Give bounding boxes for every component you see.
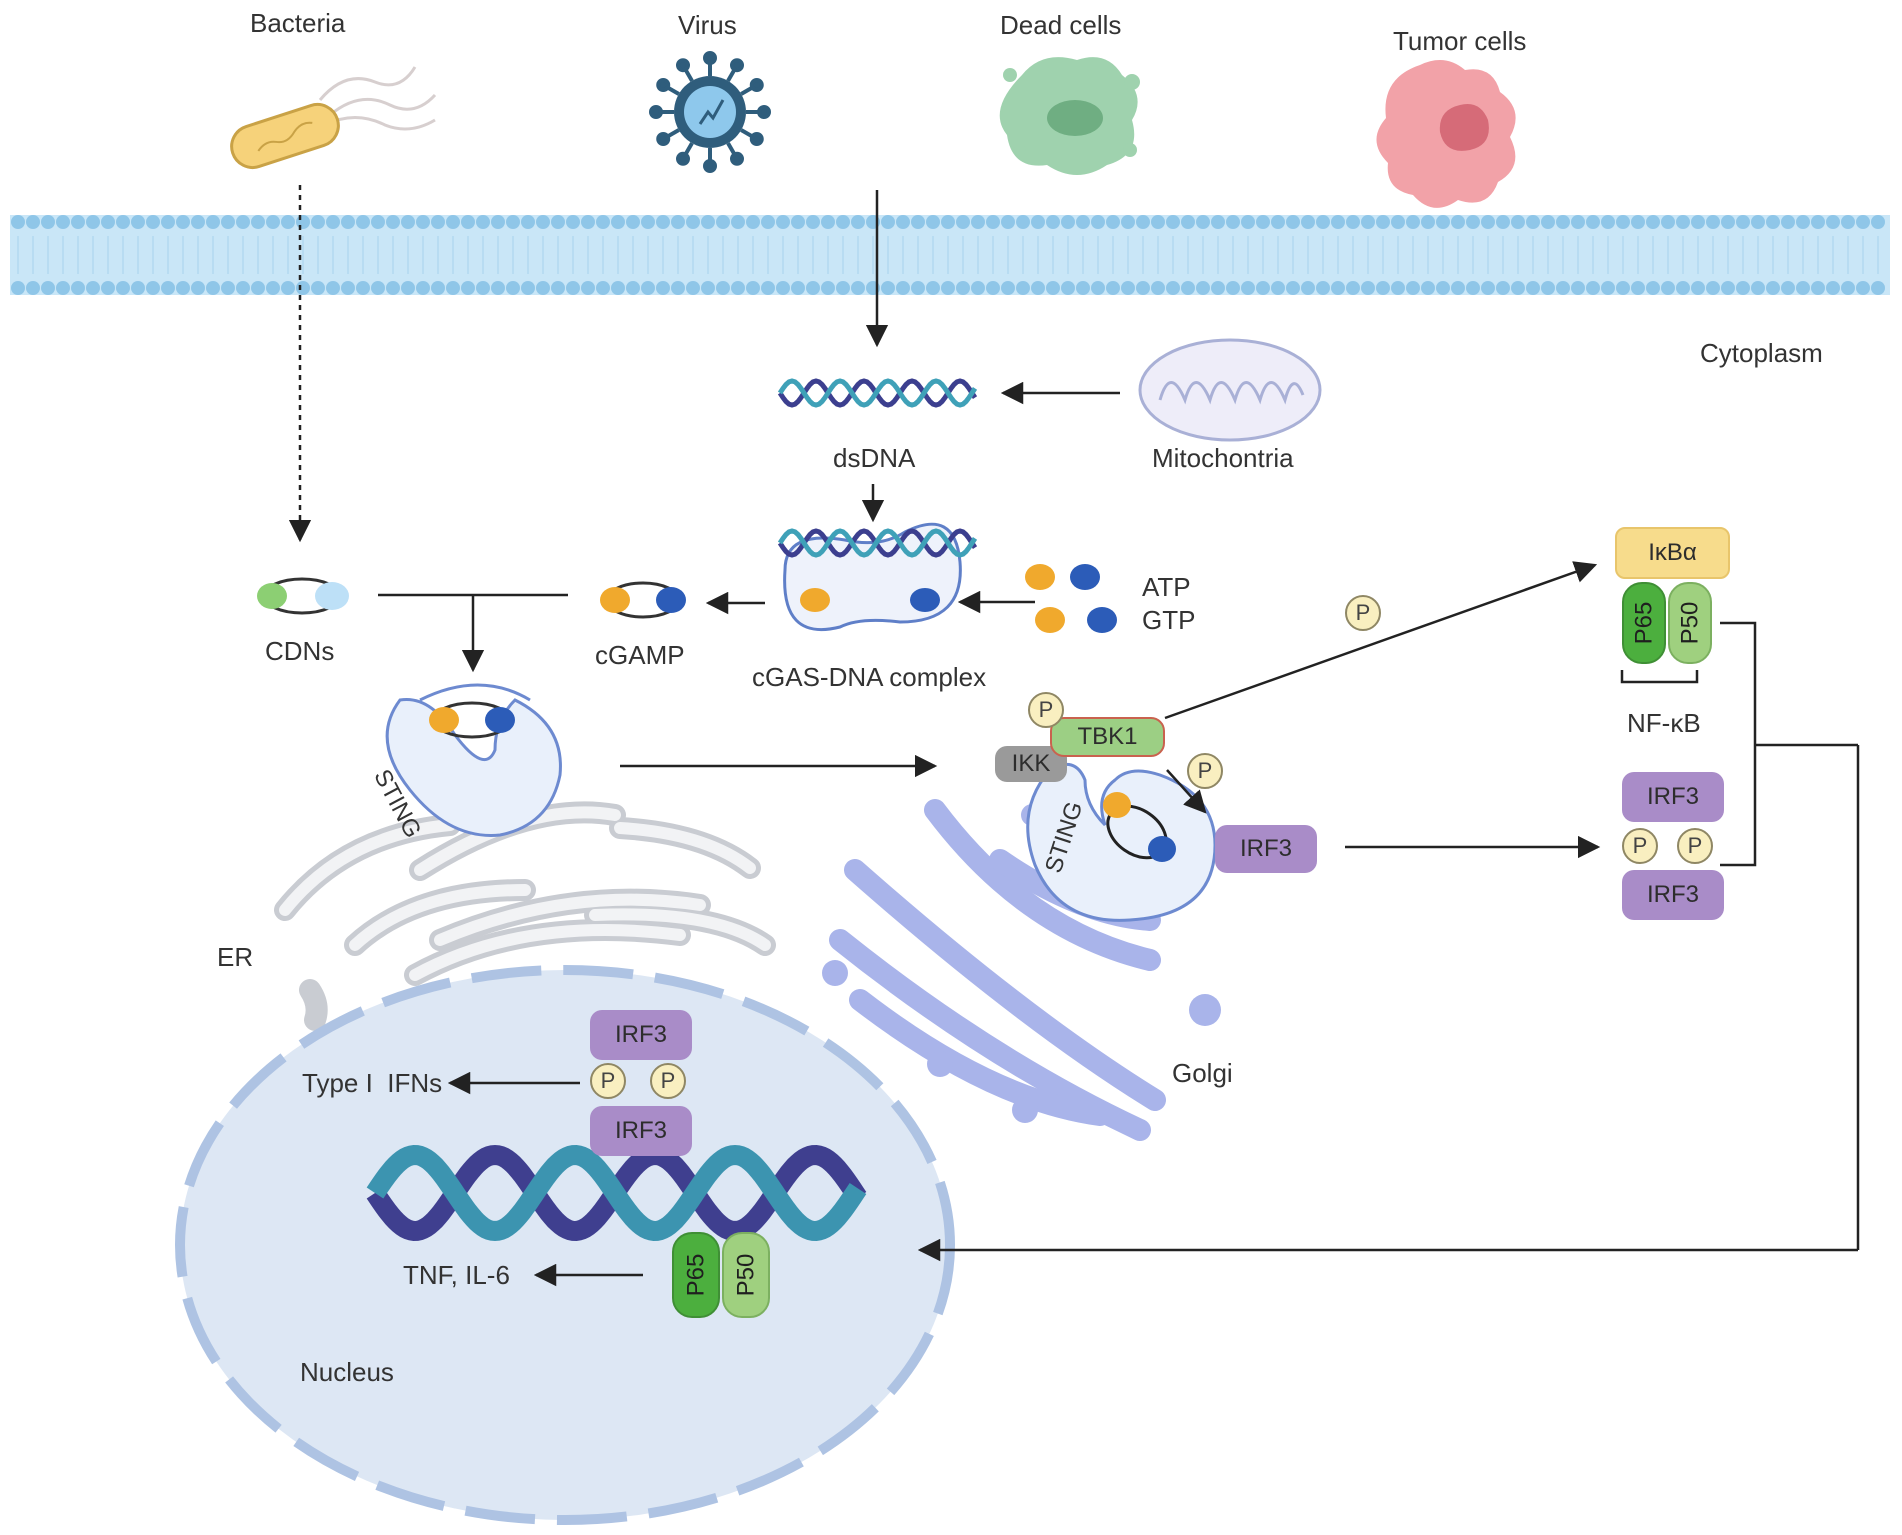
phospho-dimer-2: P — [1677, 828, 1713, 864]
atp-gtp-molecules — [1025, 564, 1117, 633]
phospho-irf3: P — [1187, 753, 1223, 789]
dead-cells-icon — [999, 57, 1140, 176]
dsdna-icon — [777, 378, 978, 408]
p65-cytoplasm: P65 — [1622, 582, 1666, 664]
gtp-label: GTP — [1142, 605, 1196, 635]
nucleus-envelope — [175, 965, 955, 1525]
nfkb-label: NF-κB — [1627, 708, 1701, 738]
mitochondria-label: Mitochontria — [1152, 443, 1294, 473]
bacteria-icon — [230, 66, 437, 170]
cgamp-icon — [600, 581, 686, 619]
ikba-protein: IκBα — [1615, 527, 1730, 579]
phospho-dimer-1: P — [1622, 828, 1658, 864]
cgas-dna-complex — [777, 522, 978, 632]
ikk-label: IKK — [1011, 750, 1051, 777]
phospho-tbk1: P — [1028, 692, 1064, 728]
tbk1-label: TBK1 — [1077, 723, 1138, 750]
phospho-nucleus-1: P — [590, 1063, 626, 1099]
irf3-cytoplasm: IRF3 — [1215, 825, 1317, 873]
cytoplasm-label: Cytoplasm — [1700, 338, 1823, 368]
tbk1-protein: TBK1 — [1050, 717, 1165, 757]
cgamp-label: cGAMP — [595, 640, 685, 670]
virus-icon — [649, 51, 771, 173]
pathway-arrows — [288, 185, 1860, 1287]
bacteria-label: Bacteria — [250, 8, 346, 38]
p50-cytoplasm: P50 — [1668, 582, 1712, 664]
virus-label: Virus — [678, 10, 737, 40]
golgi-label: Golgi — [1172, 1058, 1233, 1088]
cgas-complex-label: cGAS-DNA complex — [752, 662, 987, 692]
tnf-il6-label: TNF, IL-6 — [403, 1260, 510, 1290]
type-i-ifns-label: Type I IFNs — [302, 1068, 443, 1098]
er-inner — [279, 806, 771, 981]
cdns-label: CDNs — [265, 636, 335, 666]
cell-membrane — [10, 215, 1890, 295]
phospho-free-top: P — [1345, 595, 1381, 631]
irf3-dimer-top: IRF3 — [1622, 772, 1724, 822]
irf3-nucleus-top: IRF3 — [590, 1010, 692, 1060]
er-label: ER — [217, 942, 254, 972]
sting-right — [1026, 762, 1217, 922]
tumor-cells-label: Tumor cells — [1393, 26, 1527, 56]
irf3-dimer-bottom: IRF3 — [1622, 870, 1724, 920]
cdns-icon — [257, 577, 349, 615]
nuclear-dna — [366, 1144, 867, 1242]
p50-nucleus: P50 — [722, 1232, 770, 1318]
phospho-nucleus-2: P — [650, 1063, 686, 1099]
p65-nucleus: P65 — [672, 1232, 720, 1318]
dsdna-label: dsDNA — [833, 443, 916, 473]
nucleus-label: Nucleus — [300, 1357, 394, 1387]
atp-label: ATP — [1142, 572, 1191, 602]
tumor-cells-icon — [1376, 60, 1516, 208]
dead-cells-label: Dead cells — [1000, 10, 1122, 40]
sting-left — [385, 683, 562, 837]
irf3-nucleus-bottom: IRF3 — [590, 1106, 692, 1156]
mitochondria-icon — [1138, 338, 1322, 442]
